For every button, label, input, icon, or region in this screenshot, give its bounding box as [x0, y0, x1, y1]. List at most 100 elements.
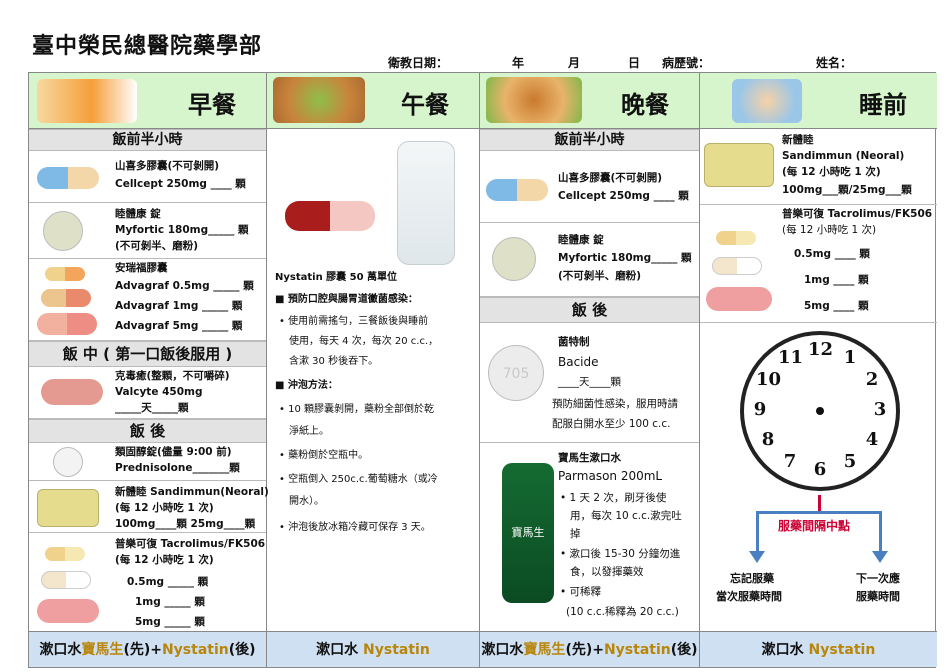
year-label: 年 [512, 56, 525, 70]
sandimmun-pack-image [704, 143, 774, 187]
footer-mouthwash: 漱口水 [39, 642, 82, 658]
prograf-freq: (每 12 小時吃 1 次) [782, 224, 877, 236]
dinner-footer: 漱口水寶馬生(先)+Nystatin(後) [480, 631, 699, 667]
sandimmun-name: 新體睦 Sandimmun(Neoral) [115, 486, 269, 498]
breakfast-footer: 漱口水寶馬生(先)+Nystatin(後) [29, 631, 266, 667]
breakfast-sandimmun-row: 新體睦 Sandimmun(Neoral) (每 12 小時吃 1 次) 100… [29, 481, 269, 533]
footer-mouthwash: 漱口水 [761, 642, 809, 658]
clock-number-9: 9 [753, 399, 767, 420]
nystatin-bullet-2b: 淨紙上。 [289, 426, 329, 437]
nystatin-bullet-3: • 藥粉倒於空瓶中。 [279, 450, 369, 461]
footer-mouthwash: 漱口水 [481, 642, 524, 658]
footer-parmason: 寶馬生 [81, 642, 124, 658]
parmason-bullet-2b: 食，以發揮藥效 [570, 566, 644, 578]
clock-number-5: 5 [843, 450, 857, 472]
prograf-5-capsule-image [37, 599, 99, 623]
footer-first: (先)+ [123, 642, 162, 658]
clock-number-4: 4 [865, 429, 879, 450]
clock-number-3: 3 [873, 399, 887, 420]
month-label: 月 [568, 56, 581, 70]
nystatin-bullet-4b: 開水）。 [289, 496, 324, 507]
breakfast-food-image [37, 79, 137, 123]
myfortic-dose: Myfortic 180mg_____ 顆 [558, 252, 692, 264]
dinner-header: 晚餐 [480, 73, 699, 129]
clock-number-11: 11 [778, 347, 804, 369]
cellcept-name: 山喜多膠囊(不可剝開) [558, 172, 663, 184]
footer-nystatin: Nystatin [808, 642, 876, 658]
footer-nystatin: Nystatin [161, 642, 229, 658]
clock-center-dot [816, 407, 824, 415]
valcyte-qty: _____天_____顆 [115, 402, 189, 414]
parmason-bullet-3: • 可稀釋 [560, 586, 602, 598]
dinner-cellcept-row: 山喜多膠囊(不可剝開) Cellcept 250mg ____ 顆 [480, 151, 699, 223]
myfortic-dose: Myfortic 180mg_____ 顆 [115, 224, 249, 236]
clock-number-10: 10 [756, 369, 782, 390]
footer-parmason: 寶馬生 [523, 642, 566, 658]
footer-nystatin: Nystatin [363, 642, 430, 658]
cellcept-capsule-image [37, 167, 99, 189]
right-arrow-head-icon [872, 551, 888, 563]
cellcept-capsule-image [486, 179, 548, 201]
parmason-bullet-1a: • 1 天 2 次，刷牙後使 [560, 492, 667, 504]
advagraf-name: 安瑞福膠囊 [115, 262, 168, 274]
prograf-1-capsule-image [712, 257, 762, 275]
nystatin-title: Nystatin 膠囊 50 萬單位 [275, 272, 398, 283]
interval-midpoint-label: 服藥間隔中點 [778, 519, 851, 533]
advagraf-dose-1: Advagraf 0.5mg _____ 顆 [115, 280, 254, 292]
dinner-after-meal-band: 飯 後 [480, 297, 699, 323]
parmason-bullet-1c: 掉 [570, 528, 581, 540]
next-dose-label-2: 服藥時間 [856, 590, 900, 603]
parmason-bullet-1b: 用，每次 10 c.c.漱完吐 [570, 510, 682, 522]
valcyte-name: 克毒癒(整顆，不可嚼碎) [115, 370, 230, 382]
prograf-name: 普樂可復 Tacrolimus/FK506 [115, 538, 266, 550]
bacide-name: 菌特制 [558, 336, 590, 348]
dinner-column: 晚餐 飯前半小時 山喜多膠囊(不可剝開) Cellcept 250mg ____… [480, 73, 700, 667]
advagraf-dose-2: Advagraf 1mg _____ 顆 [115, 300, 243, 312]
bacide-en: Bacide [558, 355, 599, 369]
breakfast-before-meal-band: 飯前半小時 [29, 129, 266, 151]
clock-number-12: 12 [808, 339, 834, 360]
sandimmun-freq: (每 12 小時吃 1 次) [782, 166, 881, 178]
nystatin-bullet-1b: 使用，每天 4 次，每次 20 c.c.， [289, 336, 439, 347]
footer-after: (後) [670, 642, 698, 658]
parmason-name: 寶馬生漱口水 [558, 452, 621, 464]
midpoint-marker [818, 495, 821, 513]
page-title: 臺中榮民總醫院藥學部 [32, 34, 263, 59]
clock-number-6: 6 [813, 459, 827, 480]
interval-bar [756, 511, 882, 514]
clock-number-2: 2 [865, 369, 879, 390]
cellcept-name: 山喜多膠囊(不可剝開) [115, 160, 220, 172]
bedtime-column: 睡前 新體睦 Sandimmun (Neoral) (每 12 小時吃 1 次)… [700, 73, 937, 667]
clock-number-7: 7 [783, 450, 797, 472]
sandimmun-name: 新體睦 [782, 134, 814, 146]
myfortic-name: 睦體康 錠 [115, 208, 161, 220]
nystatin-bullet-2a: • 10 顆膠囊剝開，藥粉全部倒於乾 [279, 404, 434, 415]
sandimmun-pack-image [37, 489, 99, 527]
bacide-qty: ____天____顆 [558, 376, 621, 388]
dinner-before-meal-band: 飯前半小時 [480, 129, 699, 151]
bedtime-sandimmun-row: 新體睦 Sandimmun (Neoral) (每 12 小時吃 1 次) 10… [700, 129, 937, 205]
bedtime-header: 睡前 [700, 73, 937, 129]
breakfast-during-meal-band: 飯 中 ( 第一口飯後服用 ) [29, 341, 266, 367]
breakfast-column: 早餐 飯前半小時 山喜多膠囊(不可剝開) Cellcept 250mg ____… [29, 73, 269, 667]
name-label: 姓名： [816, 56, 853, 70]
myfortic-tablet-image [43, 211, 83, 251]
left-arrow-head-icon [749, 551, 765, 563]
cellcept-dose: Cellcept 250mg ____ 顆 [115, 178, 246, 190]
dinner-label: 晚餐 [621, 91, 669, 119]
myfortic-note: (不可剝半、磨粉) [115, 240, 199, 252]
parmason-bullet-2a: • 漱口後 15-30 分鐘勿進 [560, 548, 681, 560]
lunch-header: 午餐 [267, 73, 479, 129]
sandimmun-freq: (每 12 小時吃 1 次) [115, 502, 214, 514]
clock-number-8: 8 [761, 429, 775, 450]
chart-no-label: 病歷號： [662, 56, 711, 70]
footer-mouthwash: 漱口水 [316, 642, 364, 658]
bedtime-label: 睡前 [859, 91, 907, 119]
bacide-note-1: 預防細菌性感染，服用時請 [552, 398, 678, 410]
nystatin-bullet-1a: • 使用前需搖勻，三餐飯後與睡前 [279, 316, 429, 327]
breakfast-after-meal-band: 飯 後 [29, 419, 266, 443]
advagraf-1-capsule-image [41, 289, 91, 307]
bacide-tablet-image: 705 [488, 345, 544, 401]
